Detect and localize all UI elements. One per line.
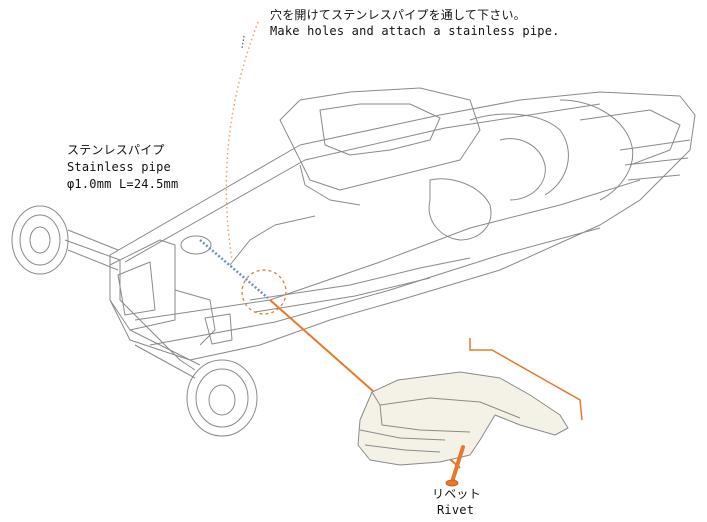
hole-marking [180,235,212,255]
pipe-label-spec: φ1.0mm L=24.5mm [67,177,179,191]
instruction-leader-tick [241,35,245,49]
part-bracket [469,338,583,421]
instruction-leader [225,21,259,261]
rivet-head [445,479,459,487]
car-rear-body [11,87,696,437]
instruction-jp: 穴を開けてステンレスパイプを通して下さい。 [270,8,526,22]
instruction-en: Make holes and attach a stainless pipe. [270,24,560,38]
diffuser-part [357,371,569,466]
rivet [450,445,465,484]
rivet-label-en: Rivet [437,503,475,517]
highlight-circle [241,269,287,315]
pipe-label-en: Stainless pipe [67,160,171,174]
stainless-pipe [199,239,269,299]
pipe-label-jp: ステンレスパイプ [67,143,165,157]
rivet-label-jp: リベット [432,487,481,501]
